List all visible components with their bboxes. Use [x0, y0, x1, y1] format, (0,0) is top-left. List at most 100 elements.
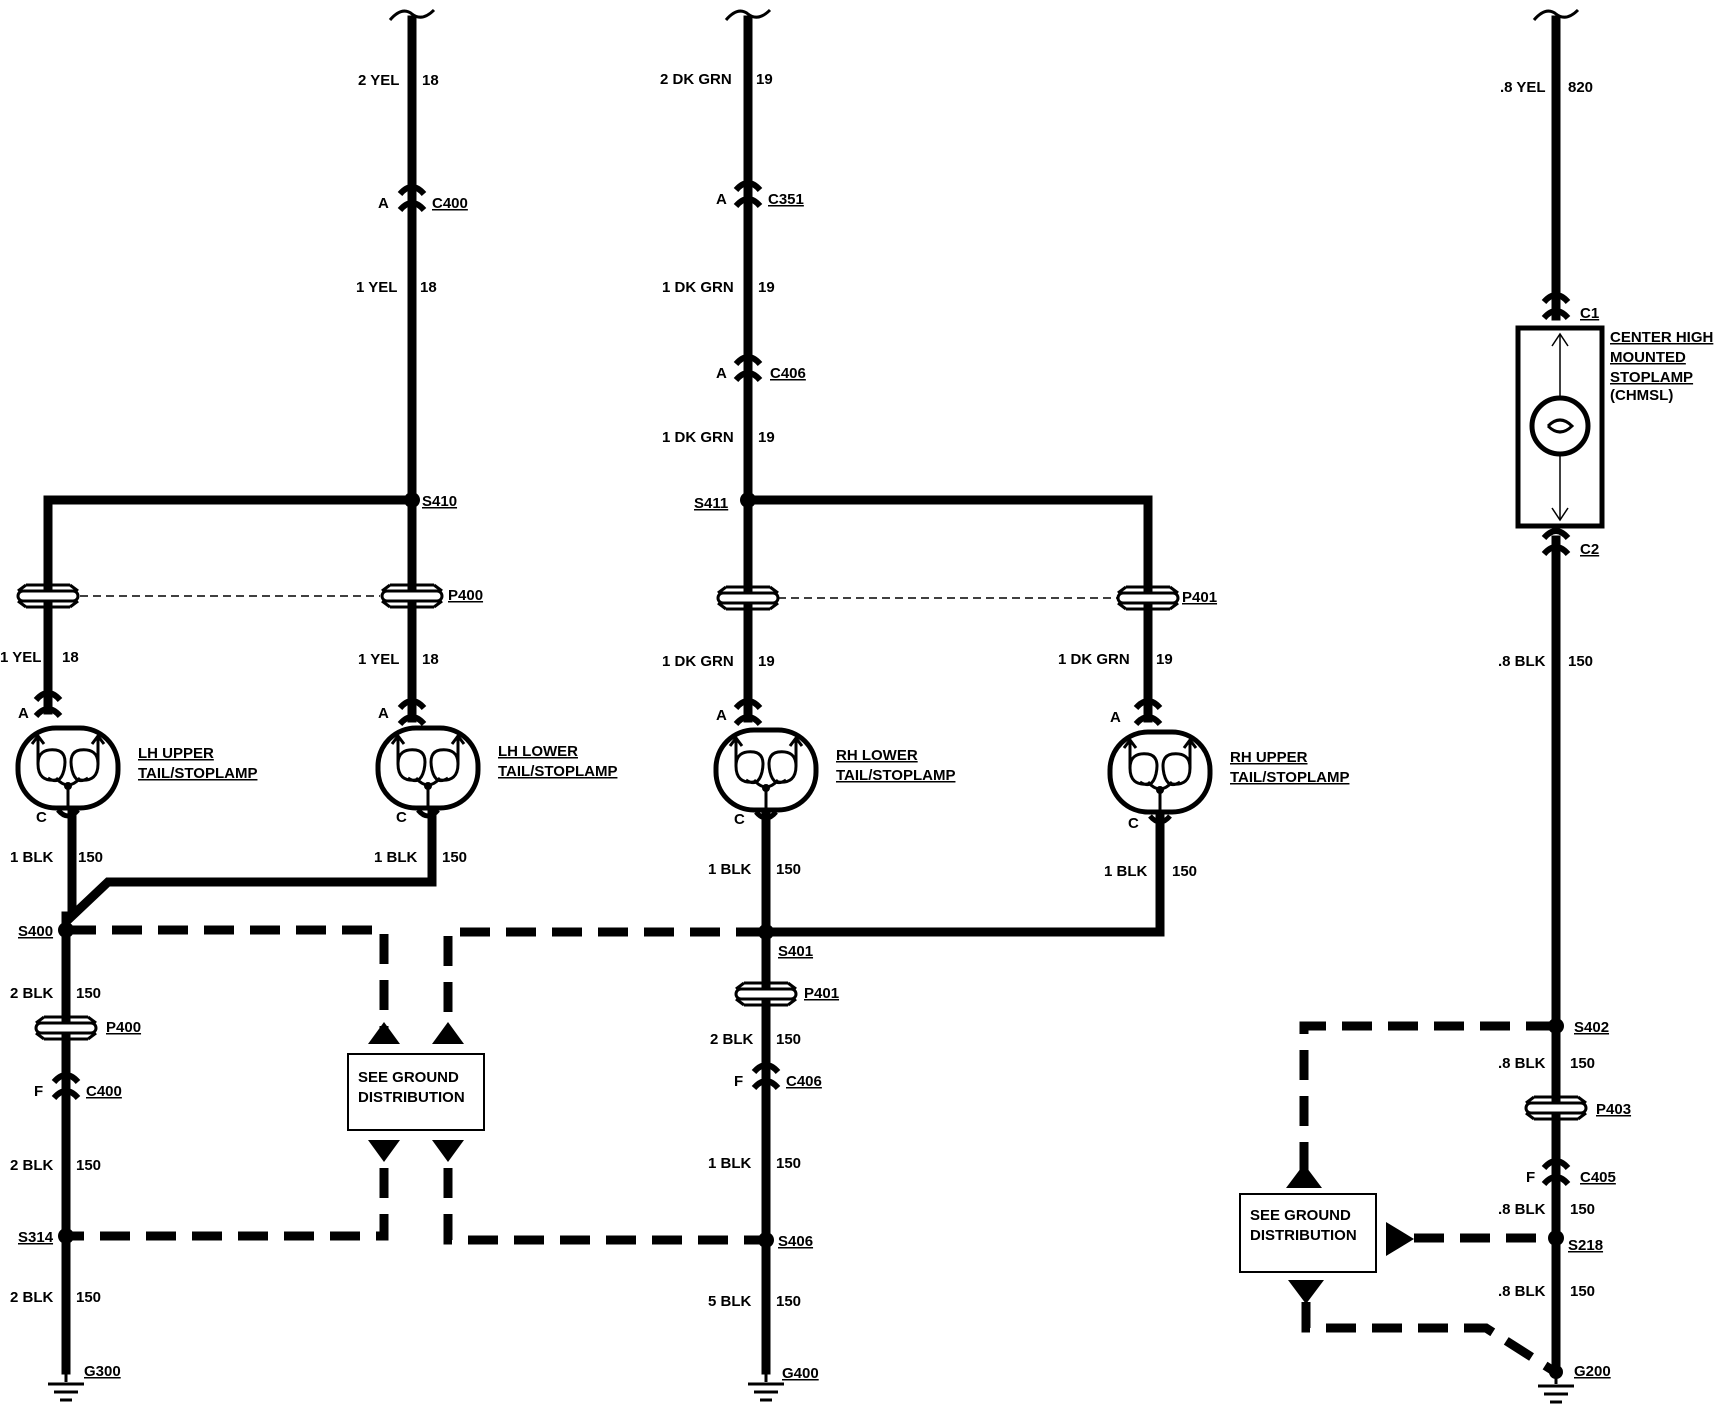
grounds: [46, 1365, 1576, 1404]
wire-label: 18: [62, 649, 79, 666]
pin-label: F: [734, 1073, 743, 1090]
pin-label: A: [378, 195, 389, 212]
wire-label: 1 DK GRN: [1058, 651, 1130, 668]
wire-label: 150: [1172, 863, 1197, 880]
splice-label: S406: [778, 1233, 813, 1250]
wire-label: 18: [422, 651, 439, 668]
wire-label: 1 DK GRN: [662, 279, 734, 296]
lamp-rh-upper: [1110, 732, 1210, 812]
pin-label: F: [34, 1083, 43, 1100]
grommet-label: P401: [1182, 589, 1217, 606]
lamp-rh-lower: [716, 730, 816, 810]
ground-label: G400: [782, 1365, 819, 1382]
connector-label: C406: [786, 1073, 822, 1090]
component-label: RH UPPER: [1230, 749, 1308, 766]
splice-label: S411: [694, 495, 728, 512]
wire-label: 150: [776, 861, 801, 878]
pin-label: A: [378, 705, 389, 722]
splice-s402: [1548, 1018, 1564, 1034]
connector-label: C406: [770, 365, 806, 382]
wire-s411-rh-upper: [751, 495, 1153, 723]
wire-label: .8 BLK: [1498, 1055, 1546, 1072]
chmsl-lamp: [1515, 325, 1605, 529]
pin-label: C: [734, 811, 745, 828]
wire-label: 2 YEL: [358, 72, 399, 89]
wire-label: 1 YEL: [0, 649, 41, 666]
component-label: TAIL/STOPLAMP: [498, 763, 617, 780]
connector-label: C405: [1580, 1169, 1616, 1186]
wire-label: 1 YEL: [356, 279, 397, 296]
wire-label: 1 BLK: [1104, 863, 1148, 880]
wire-label: 18: [422, 72, 439, 89]
ground-distribution-box-2: [1239, 1193, 1377, 1273]
ground-g300-icon: [46, 1382, 86, 1402]
grommets: [16, 583, 1588, 1121]
wire-label: 19: [756, 71, 773, 88]
dash-s402-gd2: [1299, 1021, 1556, 1172]
connector-label: C400: [432, 195, 468, 212]
pin-label: C: [36, 809, 47, 826]
lamp-c-connectors: [56, 808, 1172, 825]
connector-label: C2: [1580, 541, 1599, 558]
wire-label: .8 YEL: [1500, 79, 1546, 96]
labels: 2 YEL 18 A C400 1 YEL 18 S410 2 DK GRN 1…: [0, 71, 1713, 1382]
component-label: (CHMSL): [1610, 387, 1673, 404]
splice-label: S410: [422, 493, 457, 510]
splice-label: S402: [1574, 1019, 1609, 1036]
wire-label: .8 BLK: [1498, 653, 1546, 670]
wire-label: 1 BLK: [10, 849, 54, 866]
wires: [43, 15, 1561, 1375]
ground-g200-icon: [1536, 1384, 1576, 1404]
wire-label: 1 BLK: [708, 861, 752, 878]
grommet-label: P403: [1596, 1101, 1631, 1118]
connector-label: C1: [1580, 305, 1599, 322]
wire-lh-ground: [67, 807, 437, 927]
wire-label: 19: [758, 279, 775, 296]
splice-label: S400: [18, 923, 53, 940]
pin-label: A: [716, 365, 727, 382]
dash-gd2-g200: [1301, 1302, 1555, 1374]
wire-label: 150: [1570, 1055, 1595, 1072]
dash-gd-s314: [66, 1168, 389, 1241]
wire-label: 1 BLK: [708, 1155, 752, 1172]
splice-label: S218: [1568, 1237, 1603, 1254]
pin-label: A: [1110, 709, 1121, 726]
wire-label: 150: [76, 985, 101, 1002]
pin-label: A: [716, 191, 727, 208]
splice-s406: [758, 1232, 774, 1248]
ground-label: G200: [1574, 1363, 1611, 1380]
wire-label: 2 BLK: [10, 1289, 54, 1306]
wire-label: 1 DK GRN: [662, 653, 734, 670]
component-label: TAIL/STOPLAMP: [836, 767, 955, 784]
pin-label: A: [18, 705, 29, 722]
wire-label: 150: [78, 849, 103, 866]
wire-label: 150: [442, 849, 467, 866]
splice-s314: [58, 1228, 74, 1244]
wire-label: 150: [1570, 1201, 1595, 1218]
connectors: [36, 183, 1568, 1184]
ground-distribution-label: DISTRIBUTION: [1250, 1227, 1357, 1244]
component-label: TAIL/STOPLAMP: [1230, 769, 1349, 786]
wire-label: 1 DK GRN: [662, 429, 734, 446]
wire-label: 19: [1156, 651, 1173, 668]
wire-label: 150: [1568, 653, 1593, 670]
wire-label: 2 BLK: [10, 985, 54, 1002]
wire-label: 2 DK GRN: [660, 71, 732, 88]
splice-s400: [58, 922, 74, 938]
splice-label: S401: [778, 943, 813, 960]
wire-label: 150: [776, 1155, 801, 1172]
wire-label: 820: [1568, 79, 1593, 96]
wire-label: 2 BLK: [10, 1157, 54, 1174]
dash-s400-gd: [66, 925, 389, 1030]
grommet-label: P400: [106, 1019, 141, 1036]
connector-label: C400: [86, 1083, 122, 1100]
wire-label: 5 BLK: [708, 1293, 752, 1310]
ground-distribution-label: SEE GROUND: [358, 1069, 459, 1086]
splice-s410: [404, 492, 420, 508]
lamp-lh-lower: [378, 728, 478, 808]
splice-s401: [758, 924, 774, 940]
pin-label: A: [716, 707, 727, 724]
ground-distribution-links: [66, 925, 1556, 1374]
splice-label: S314: [18, 1229, 54, 1246]
grommet-label: P401: [804, 985, 839, 1002]
